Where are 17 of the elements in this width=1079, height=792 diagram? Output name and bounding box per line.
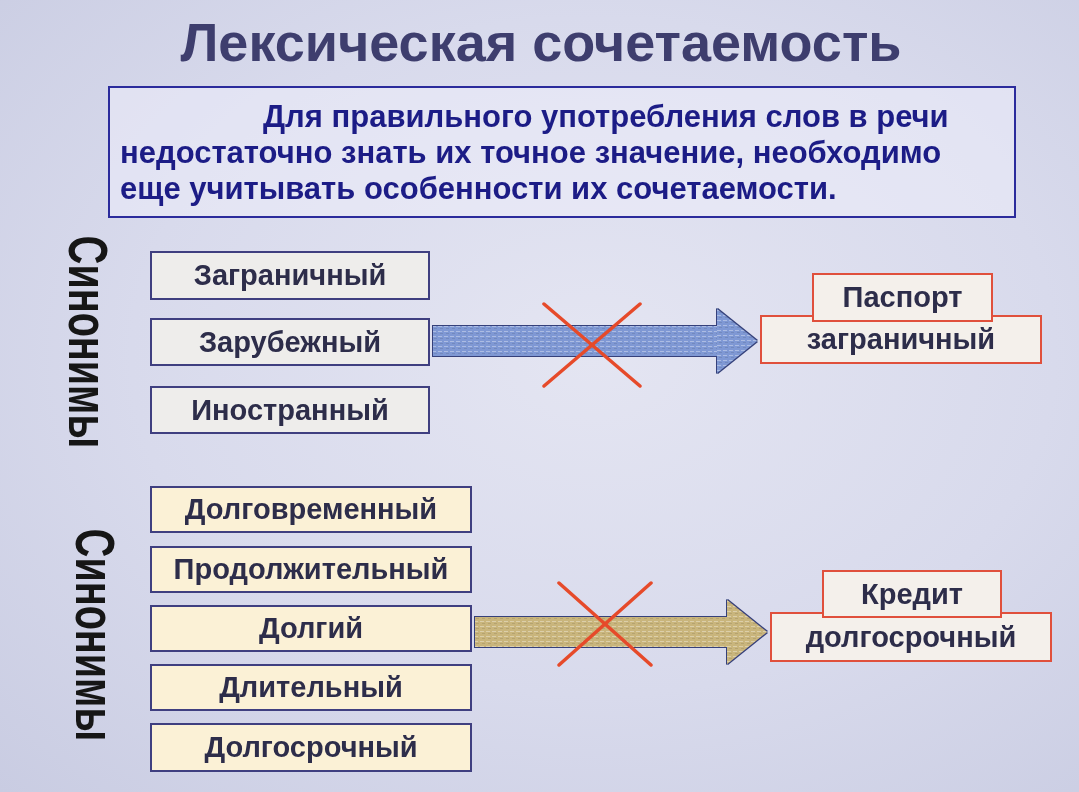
- word-box: Длительный: [150, 664, 472, 711]
- word-box: Кредит: [822, 570, 1002, 618]
- word-box: Заграничный: [150, 251, 430, 300]
- word-box: Долгий: [150, 605, 472, 652]
- slide-title: Лексическая сочетаемость: [180, 12, 902, 72]
- vertical-label: Синонимы: [59, 235, 115, 449]
- word-box: Долговременный: [150, 486, 472, 533]
- word-box: долгосрочный: [770, 612, 1052, 662]
- block-arrow: [475, 600, 767, 664]
- word-box: Паспорт: [812, 273, 993, 322]
- word-box: Долгосрочный: [150, 723, 472, 772]
- vertical-label: Синонимы: [66, 528, 122, 742]
- word-box: Зарубежный: [150, 318, 430, 366]
- definition-box: Для правильного употребления слов в речи недостаточно знать их точное значение, необходимо еще учитывать особенности их сочетаемости.: [108, 86, 1016, 218]
- block-arrow: [433, 309, 757, 373]
- word-box: Иностранный: [150, 386, 430, 434]
- word-box: Продолжительный: [150, 546, 472, 593]
